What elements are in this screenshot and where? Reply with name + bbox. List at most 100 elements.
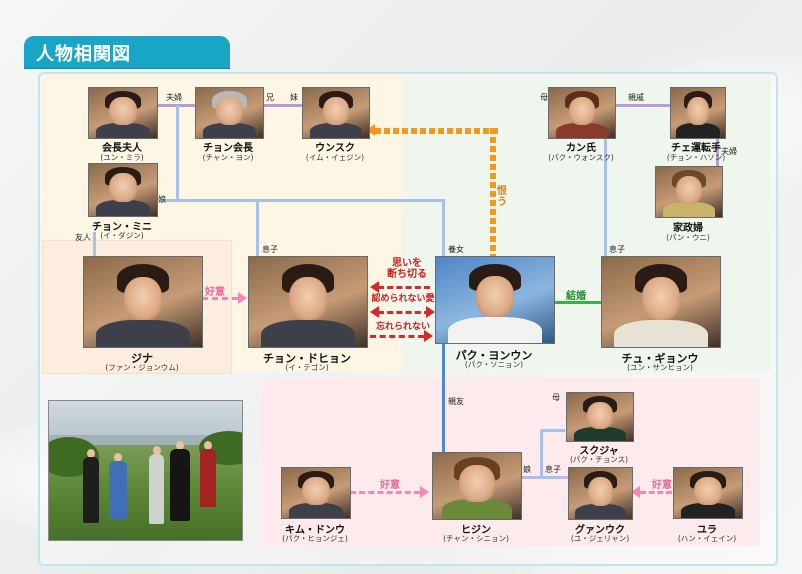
rel-son-2: 息子 [609,245,625,254]
line-siblings [262,104,302,107]
page-title: 人物相関図 [36,44,131,65]
line-friend [93,232,96,257]
name-eunsook: ウンスク [315,143,355,154]
unforgettable-arrow [370,335,424,338]
rel-mother-2: 母 [552,393,560,402]
forbidden-love-arrow [378,311,430,314]
rel-son: 息子 [262,245,278,254]
actor-kaichou-fujin: (ユン・ミラ) [100,153,144,162]
cut-feelings-arrow [378,286,430,289]
name-hijin: ヒジン [461,525,491,536]
rel-younger-sister: 妹 [290,93,298,102]
cut-feelings-arrowhead [370,281,379,293]
rel-son-3: 息子 [545,465,561,474]
line-couple-down [176,105,179,201]
name-jung-dohyun: チョン・ドヒョン [263,352,351,365]
actor-kan-shi: (パク・ウォンスク) [548,153,614,162]
photo-hijin [432,452,522,520]
name-kim-dongwoo: キム・ドンウ [285,525,345,536]
resent-arrow-vertical [490,128,496,260]
actor-kaseifu: (パン・ウニ) [666,233,710,242]
name-kaseifu: 家政婦 [673,223,703,234]
unforgettable-arrowhead [424,330,433,342]
unforgettable-label: 忘れられない [375,322,430,332]
actor-jina: (ファン・ジョンウム) [105,363,179,372]
actor-eunsook: (イム・イェジン) [305,153,365,162]
jina-affection-arrow [202,297,238,300]
name-kaichou-fujin: 会長夫人 [102,143,142,154]
photo-kan-shi [548,87,616,139]
photo-kaichou-fujin [88,87,158,139]
rel-mother: 母 [540,93,548,102]
actor-sukja: (パク・チョンス) [569,455,629,464]
rel-daughter: 娘 [158,195,166,204]
actor-gwanwook: (ユ・ジェリャン) [570,534,630,543]
actor-jung-kaichou: (チャン・ヨン) [202,153,254,162]
photo-chu-kyungwoo [601,256,721,348]
yura-affection-arrowhead [631,486,640,498]
photo-sukja [566,392,634,442]
line-to-yeonwoon [442,200,445,256]
line-family-horizontal [162,199,445,202]
kim-affection-arrowhead [420,486,429,498]
rel-spouses: 夫婦 [166,93,182,102]
line-best-friend [442,342,445,452]
line-sukja-down [540,430,543,477]
name-jina: ジナ [131,352,153,365]
actor-hijin: (チャン・シニョン) [443,534,509,543]
resent-label: 恨う [497,186,507,208]
resent-arrowhead [366,124,375,136]
photo-jung-dohyun [248,256,368,348]
actor-chae-driver: (チョン・ハソン) [666,153,726,162]
resent-arrow-horizontal [375,128,498,134]
name-chu-kyungwoo: チュ・ギョンウ [621,352,699,365]
name-park-yeonwoon: パク・ヨンウン [455,349,533,362]
actor-jung-mini: (イ・ダジン) [100,231,144,240]
photo-jung-mini [88,163,158,217]
kim-affection-label: 好意 [380,480,400,491]
actor-jung-dohyun: (イ・テゴン) [285,363,329,372]
rel-friend: 友人 [75,233,91,242]
forbidden-love-arrowhead-right [426,306,435,318]
photo-eunsook [302,87,370,139]
jina-affection-arrowhead [238,292,247,304]
group-scene-photo [48,400,243,541]
photo-yura [673,467,743,519]
rel-adopted-daughter: 養女 [448,245,464,254]
photo-jina [83,256,203,348]
actor-chu-kyungwoo: (ユン・サンヒョン) [627,363,693,372]
rel-relatives: 親戚 [628,93,644,102]
photo-jung-kaichou [195,87,264,139]
line-sukja-across [541,429,565,432]
name-sukja: スクジャ [579,446,619,457]
line-to-dohyun [256,200,259,256]
rel-older-brother: 兄 [266,93,274,102]
photo-kim-dongwoo [281,467,351,519]
forbidden-love-label: 認められない愛 [371,294,435,304]
rel-spouses-2: 夫婦 [721,147,737,156]
rel-best-friend: 親友 [448,397,464,406]
name-jung-mini: チョン・ミニ [92,222,152,233]
yura-affection-arrow [640,491,672,494]
photo-park-yeonwoon [435,256,555,344]
rel-daughter-2: 娘 [523,465,531,474]
name-kan-shi: カン氏 [566,143,596,154]
cut-feelings-label: 思いを 断ち切る [387,258,427,280]
title-tab: 人物相関図 [24,36,230,68]
forbidden-love-arrowhead-left [370,306,379,318]
actor-park-yeonwoon: (パク・ソニョン) [464,360,524,369]
name-chae-driver: チェ運転手 [671,143,721,154]
photo-gwanwook [568,467,633,520]
line-to-kyungwoo [604,139,607,257]
kim-affection-arrow [350,491,420,494]
actor-kim-dongwoo: (パク・ヒョンジェ) [282,534,348,543]
photo-chae-driver [670,87,726,139]
line-relatives [614,104,670,107]
yura-affection-label: 好意 [652,480,672,491]
photo-kaseifu [655,166,723,218]
name-jung-kaichou: チョン会長 [203,143,253,154]
line-hijin-gwanwook [520,476,568,479]
marriage-label: 結婚 [566,291,586,302]
name-yura: ユラ [697,525,717,536]
name-gwanwook: グァンウク [575,525,625,536]
